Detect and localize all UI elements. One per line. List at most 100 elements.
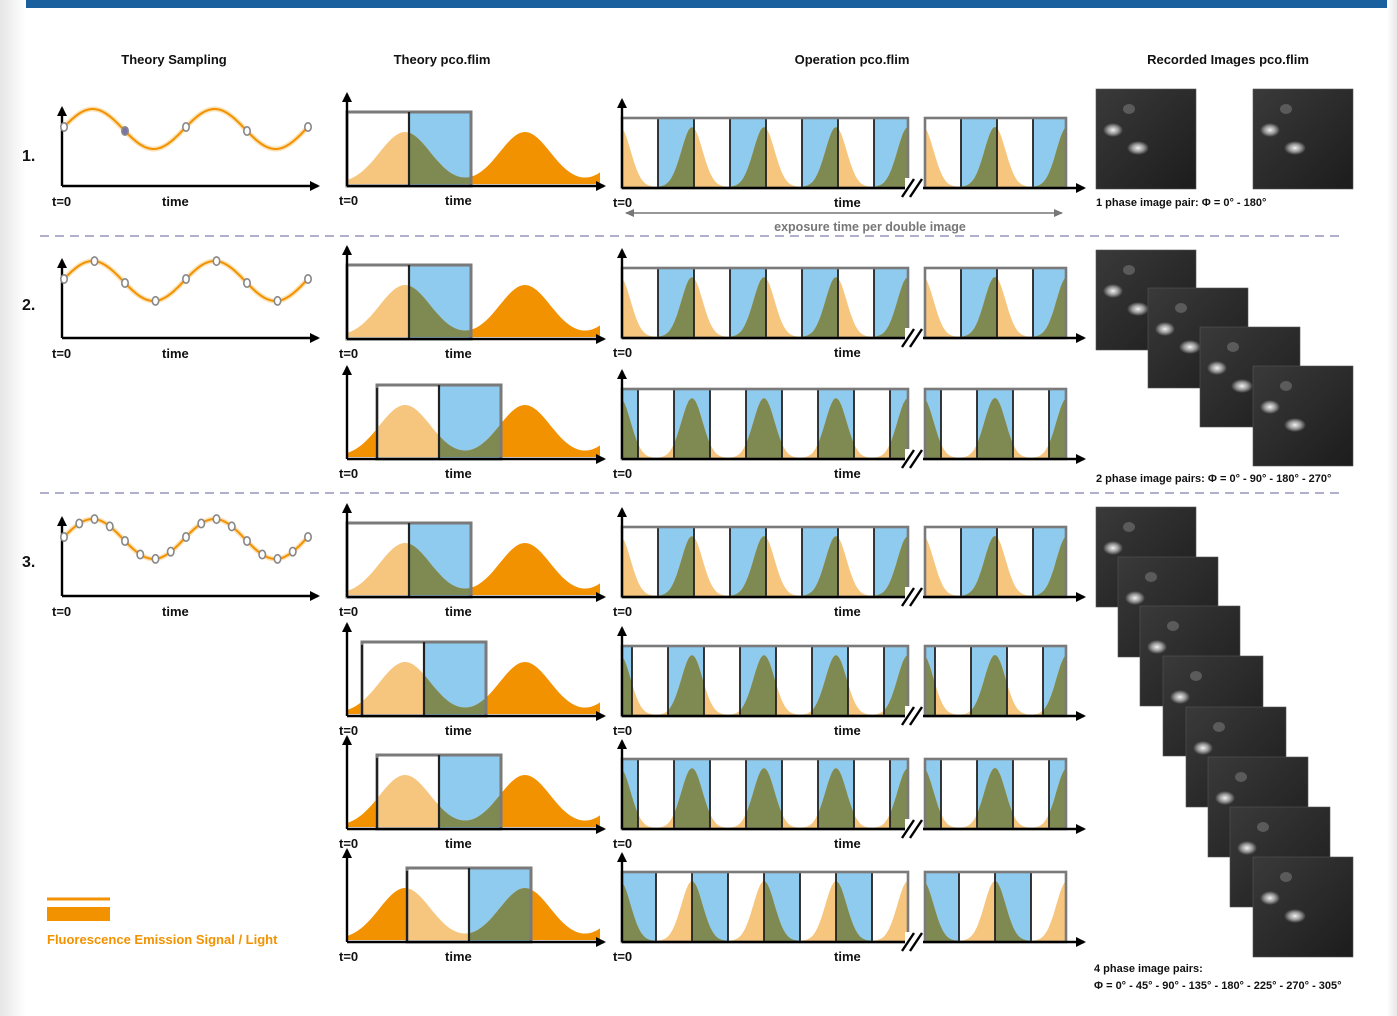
op-segment-1 [620,870,910,944]
signal-in-gate-b [1033,277,1066,337]
sample-point [303,532,312,543]
legend-label: Fluorescence Emission Signal / Light [47,932,278,947]
time-label: time [445,193,472,208]
segment-content [622,389,908,459]
axis-break-mark-1 [901,819,915,839]
op-segment-2 [923,757,1068,831]
t0-label: t=0 [613,466,632,481]
t0-label: t=0 [613,836,632,851]
signal-in-gate-b [622,769,638,828]
segment-content [925,646,1066,716]
caption-row-1: 1 phase image pair: Φ = 0° - 180° [1096,197,1266,209]
signal-in-gate-b [874,536,908,596]
signal-in-gate-b [874,277,908,337]
op-segment-1 [620,644,910,718]
op-segment-2 [923,387,1068,461]
cell-spot [1280,381,1292,391]
row-label-3: 3. [22,554,35,571]
time-label: time [834,604,861,619]
sample-point [59,274,68,285]
signal-in-gate-b [674,768,710,828]
header-operation-pco-flim: Operation pco.flim [795,52,910,67]
gate-overlay [377,385,501,459]
segment-content [925,872,1103,942]
cell-body-1 [1207,361,1227,375]
t0-label: t=0 [339,836,358,851]
axis-break-mark-2 [909,587,923,607]
signal-in-gate-b [977,398,1013,458]
header-theory-sampling: Theory Sampling [121,52,227,67]
recorded-image-2 [1252,88,1354,190]
sample-point [243,535,252,546]
cell-body-1 [1155,322,1175,336]
sample-point [212,514,221,525]
sample-point [90,514,99,525]
time-label: time [162,194,189,209]
caption-row-3-line-1: 4 phase image pairs: [1094,963,1203,975]
gate-b-cell [586,268,622,338]
time-label: time [162,604,189,619]
signal-in-gate-b [668,655,704,715]
gate-b-signal [439,423,501,457]
signal-in-gate-b [961,127,997,187]
sample-point [243,277,252,288]
time-label: time [445,949,472,964]
sample-point [182,274,191,285]
signal-in-gate-b [1049,398,1066,458]
sample-point [273,295,282,306]
signal-in-gate-b [658,536,694,596]
sample-point [59,532,68,543]
header-recorded-images: Recorded Images pco.flim [1147,52,1309,67]
segment-content [622,759,908,829]
gate-overlay-2 [409,285,471,337]
signal-in-gate-b [971,655,1007,715]
signal-in-gate-b [836,881,872,941]
gate-b-cell [1067,872,1103,942]
cell-body-2 [1284,418,1306,432]
axis-break-mark-1 [901,587,915,607]
cell-body-1 [1103,123,1123,137]
sample-point [75,518,84,529]
signal-in-gate-b [674,398,710,458]
gate-b-signal [439,793,501,827]
time-label: time [834,723,861,738]
axis-break-mark-1 [901,449,915,469]
signal-in-gate-b [925,656,935,715]
cell-spot [1257,822,1269,832]
segment-content [622,527,908,597]
segment-content [925,268,1066,338]
axis-break-mark-2 [909,328,923,348]
axis-break-mark-2 [909,706,923,726]
cell-spot [1213,722,1225,732]
legend-fill-swatch [47,907,110,921]
time-label: time [834,195,861,210]
op-segment-2 [923,525,1068,599]
cell-body-1 [1147,640,1167,654]
time-label: time [445,836,472,851]
sample-point [288,546,297,557]
sample-point [243,125,252,136]
signal-in-gate-b [622,399,638,458]
cell-spot [1175,303,1187,313]
gate-a-signal [377,405,501,457]
right-margin-shade [1387,0,1397,1016]
time-label: time [834,345,861,360]
cell-body-2 [1231,379,1253,393]
sample-point [59,122,68,133]
sample-point [212,256,221,267]
signal-in-gate-b [730,277,766,337]
segment-content [925,118,1066,188]
recorded-image-6 [1252,365,1354,467]
cell-body-1 [1260,891,1280,905]
cell-body-1 [1103,284,1123,298]
t0-label: t=0 [613,604,632,619]
sample-point [90,256,99,267]
sample-point [151,295,160,306]
signal-in-gate-b [730,127,766,187]
sample-point [121,125,130,136]
